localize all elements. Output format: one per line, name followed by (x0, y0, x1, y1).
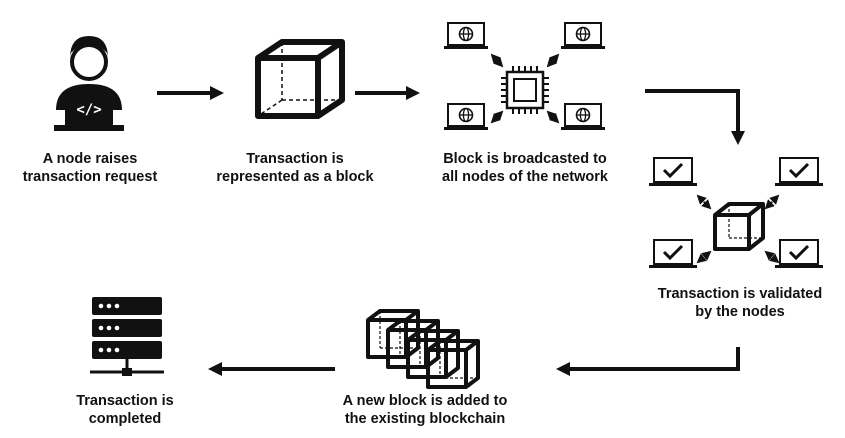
chip-network-icon (443, 22, 606, 131)
flow-arrow (645, 89, 745, 145)
blockchain-icon (366, 309, 480, 389)
server-icon (90, 297, 164, 376)
step-broadcast-caption: Block is broadcasted to all nodes of the… (420, 150, 630, 186)
caption-line: transaction request (22, 169, 158, 185)
caption-line: Transaction is (76, 393, 174, 409)
caption-line: Transaction is validated (657, 286, 823, 302)
caption-line: completed (88, 411, 162, 427)
caption-line: A node raises (42, 151, 138, 167)
step-added-caption: A new block is added to the existing blo… (320, 392, 530, 428)
caption-line: A new block is added to (342, 393, 508, 409)
step-raise-caption: A node raises transaction request (20, 150, 160, 186)
person-with-laptop-icon: </> (54, 36, 124, 131)
caption-line: Transaction is (246, 151, 344, 167)
svg-text:</>: </> (76, 102, 101, 118)
caption-line: by the nodes (695, 304, 785, 320)
caption-line: Block is broadcasted to (443, 151, 607, 167)
flow-arrow (556, 347, 740, 376)
step-completed-caption: Transaction is completed (60, 392, 190, 428)
flow-arrow (208, 362, 335, 376)
caption-line: all nodes of the network (442, 169, 608, 185)
caption-line: represented as a block (216, 169, 374, 185)
step-validate-caption: Transaction is validated by the nodes (635, 285, 845, 321)
flow-arrow (157, 86, 224, 100)
caption-line: the existing blockchain (344, 411, 506, 427)
cube-block-icon (255, 39, 345, 119)
validated-network-icon (647, 156, 825, 270)
step-block-caption: Transaction is represented as a block (210, 150, 380, 186)
flow-arrow (355, 86, 420, 100)
